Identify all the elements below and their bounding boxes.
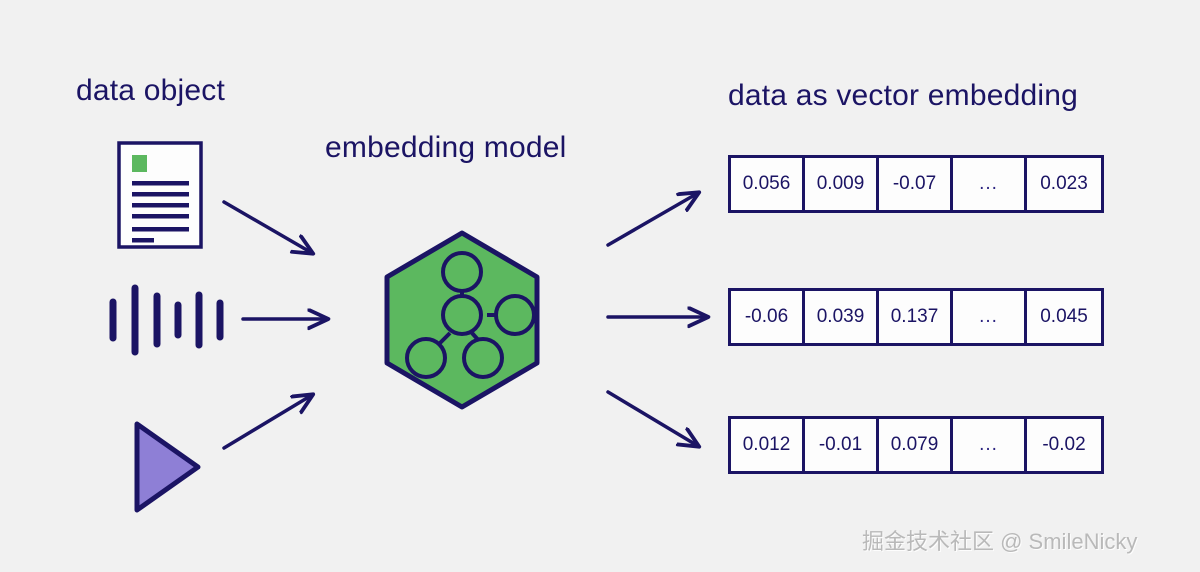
node-top	[441, 251, 483, 293]
vector-cell: -0.02	[1027, 419, 1101, 471]
arrow-video-to-model	[222, 395, 312, 450]
vector-row: -0.06 0.039 0.137 ... 0.045	[728, 288, 1104, 346]
audio-waveform-icon	[109, 284, 224, 356]
vector-cell: 0.012	[731, 419, 805, 471]
label-embedding-model: embedding model	[325, 131, 567, 164]
vector-row: 0.056 0.009 -0.07 ... 0.023	[728, 155, 1104, 213]
vector-cell: 0.045	[1027, 291, 1101, 343]
vector-row: 0.012 -0.01 0.079 ... -0.02	[728, 416, 1104, 474]
vector-cell: 0.079	[879, 419, 953, 471]
vector-cell: 0.009	[805, 158, 879, 210]
vector-cell: 0.023	[1027, 158, 1101, 210]
vector-cell: 0.137	[879, 291, 953, 343]
vector-cell: 0.039	[805, 291, 879, 343]
vector-cell-ellipsis: ...	[953, 419, 1027, 471]
neural-network-icon	[405, 251, 536, 379]
node-center	[441, 294, 483, 336]
node-right	[494, 294, 536, 336]
arrow-model-to-vector-2	[606, 390, 698, 446]
node-bottom-right	[462, 337, 504, 379]
play-triangle-icon	[134, 421, 201, 513]
vector-cell: 0.056	[731, 158, 805, 210]
node-bottom-left	[405, 337, 447, 379]
vector-cell-ellipsis: ...	[953, 291, 1027, 343]
arrow-model-to-vector-0	[606, 193, 698, 247]
vector-cell: -0.01	[805, 419, 879, 471]
watermark: 掘金技术社区 @ SmileNicky	[862, 529, 1138, 554]
label-data-as-vector-embedding: data as vector embedding	[728, 79, 1079, 112]
document-icon	[117, 141, 203, 249]
arrow-document-to-model	[222, 200, 312, 253]
label-data-object: data object	[76, 74, 225, 107]
vector-cell: -0.06	[731, 291, 805, 343]
vector-cell: -0.07	[879, 158, 953, 210]
vector-cell-ellipsis: ...	[953, 158, 1027, 210]
